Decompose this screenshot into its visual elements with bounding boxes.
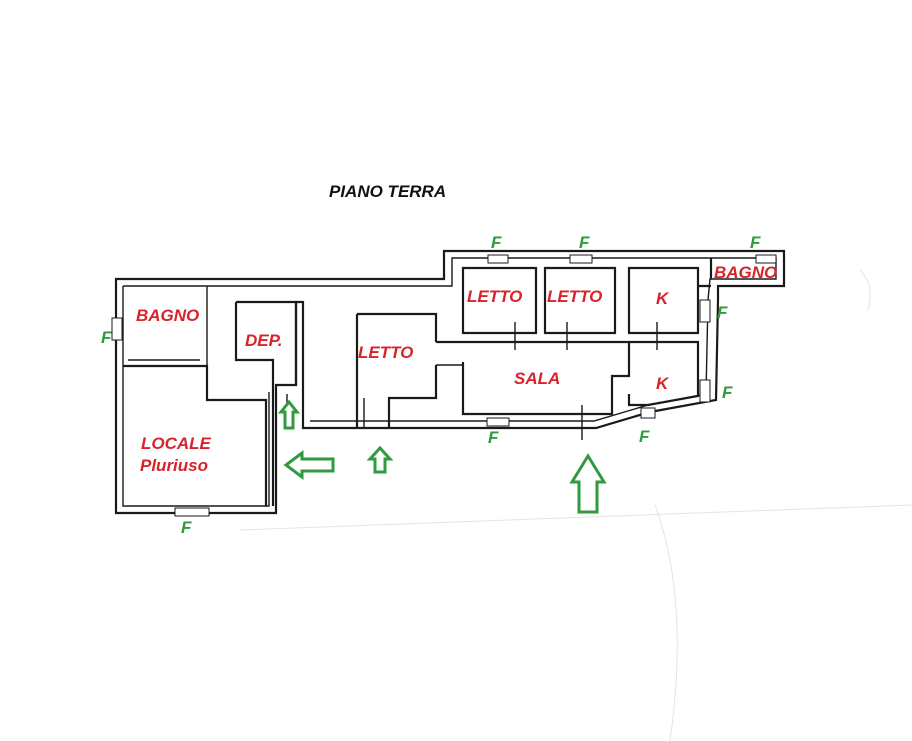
window-labels: F F F F F F F F F <box>101 233 761 537</box>
arrow-up-icon <box>366 445 394 474</box>
scan-artifacts <box>239 269 912 741</box>
entrance-arrows <box>277 399 607 514</box>
room-label-locale-sub: Pluriuso <box>140 456 208 475</box>
k-bottom-walls <box>627 340 700 407</box>
room-label-k-top: K <box>656 289 670 308</box>
room-label-bagno-right: BAGNO <box>714 263 777 282</box>
window-marks <box>111 254 777 517</box>
window-label-f1: F <box>101 328 112 347</box>
window-label-f8: F <box>488 428 499 447</box>
room-label-letto-2: LETTO <box>547 287 602 306</box>
arrow-up-icon <box>569 453 607 514</box>
bagno-right-walls <box>698 258 713 288</box>
room-label-bagno-left: BAGNO <box>136 306 199 325</box>
outer-wall <box>114 249 786 515</box>
window-label-f5: F <box>750 233 761 252</box>
window-label-f7: F <box>722 383 733 402</box>
sala-walls <box>436 340 631 416</box>
room-label-dep: DEP. <box>245 331 283 350</box>
window-label-f6: F <box>717 303 728 322</box>
room-labels: BAGNO DEP. LOCALE Pluriuso LETTO LETTO L… <box>136 263 777 475</box>
room-label-k-bottom: K <box>656 374 670 393</box>
arrow-up-icon <box>277 399 301 430</box>
room-label-locale: LOCALE <box>141 434 212 453</box>
window-label-f3: F <box>491 233 502 252</box>
room-label-letto-center: LETTO <box>358 343 413 362</box>
window-label-f2: F <box>181 518 192 537</box>
room-label-letto-1: LETTO <box>467 287 522 306</box>
letto-2-walls <box>543 266 617 335</box>
dep-walls <box>234 300 298 506</box>
letto-center-walls <box>355 312 438 428</box>
window-label-f9: F <box>639 427 650 446</box>
window-label-f4: F <box>579 233 590 252</box>
walls <box>114 249 786 515</box>
letto-1-walls <box>461 266 538 335</box>
bagno-left-walls <box>123 364 268 506</box>
arrow-left-icon <box>283 450 335 480</box>
room-label-sala: SALA <box>514 369 560 388</box>
k-top-walls <box>627 266 700 335</box>
plan-title: PIANO TERRA <box>329 182 446 201</box>
